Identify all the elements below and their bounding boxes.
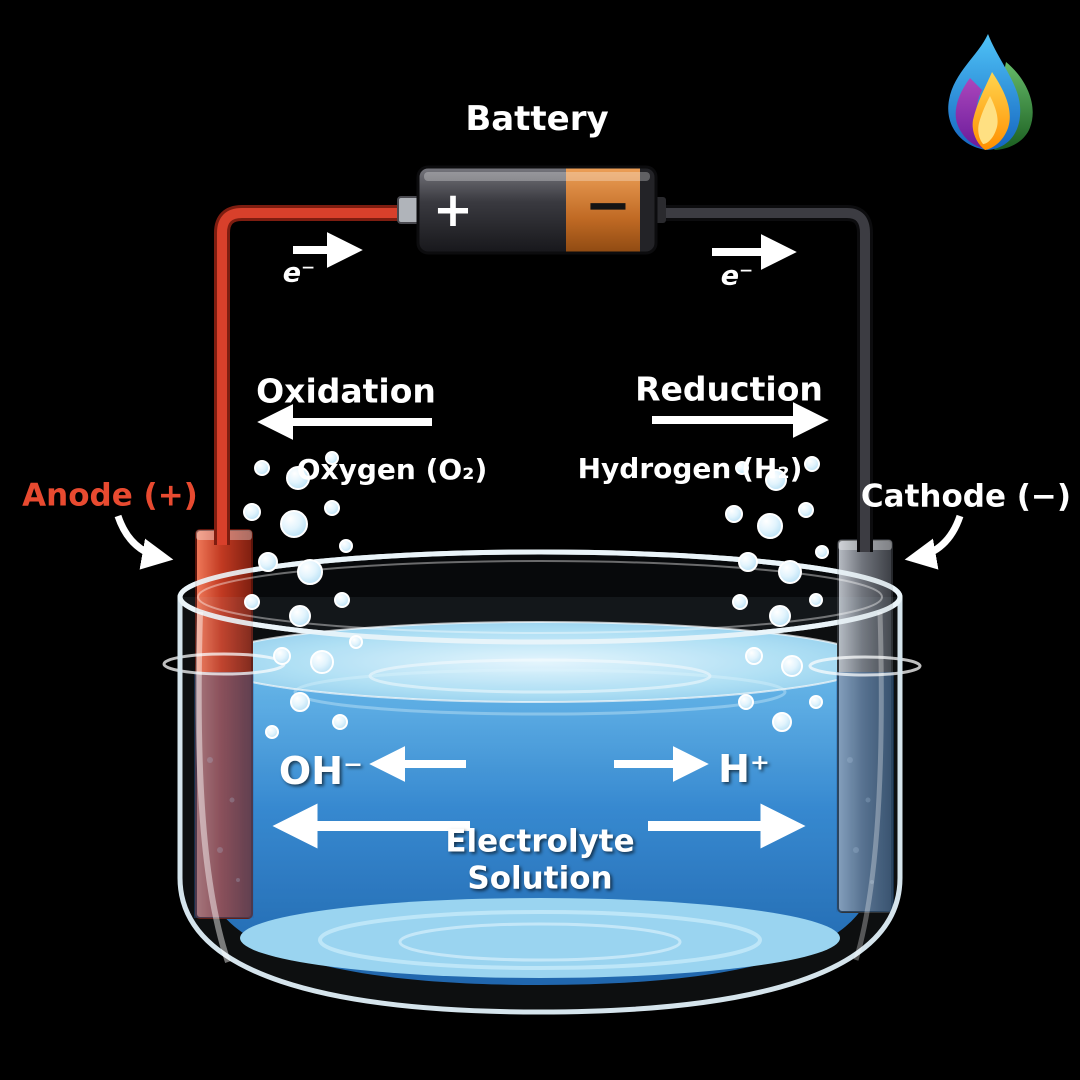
hydrogen-gas-label: Hydrogen (H₂) (577, 452, 803, 485)
battery-minus-symbol: − (584, 173, 632, 238)
electrolyte-solution-label-line1: Electrolyte (445, 823, 635, 860)
anode-electrode (195, 529, 253, 919)
oxygen-gas-label: Oxygen (O₂) (296, 453, 488, 486)
flow-arrows (114, 232, 964, 849)
electrolyte-solution-label-line2: Solution (467, 860, 613, 897)
positive-wire (214, 205, 404, 545)
battery-plus-symbol: + (432, 182, 474, 238)
hydrogen-bubbles (725, 456, 829, 732)
electron-label-left: e⁻ (282, 257, 316, 289)
anode-underwater-tint (194, 672, 254, 918)
battery-body (397, 165, 666, 255)
hydroxide-ion-label: OH⁻ (278, 749, 364, 793)
beaker-glass (177, 549, 903, 1015)
reduction-label: Reduction (635, 369, 823, 409)
negative-wire (657, 205, 873, 552)
cathode-label: Cathode (−) (860, 478, 1072, 515)
anode-label: Anode (+) (22, 477, 198, 514)
flame-logo-icon (948, 34, 1033, 150)
battery-label: Battery (465, 99, 609, 139)
hydrogen-ion-label: H⁺ (718, 747, 770, 791)
cathode-underwater-tint (836, 672, 894, 912)
oxygen-bubbles (243, 451, 363, 739)
cathode-pointer-arrow (904, 514, 964, 570)
electron-label-right: e⁻ (720, 260, 754, 292)
battery-orange-band (566, 167, 646, 253)
anode-pointer-arrow (114, 514, 174, 570)
oxidation-label: Oxidation (256, 371, 436, 411)
electrolyte-solution-body (206, 621, 874, 985)
